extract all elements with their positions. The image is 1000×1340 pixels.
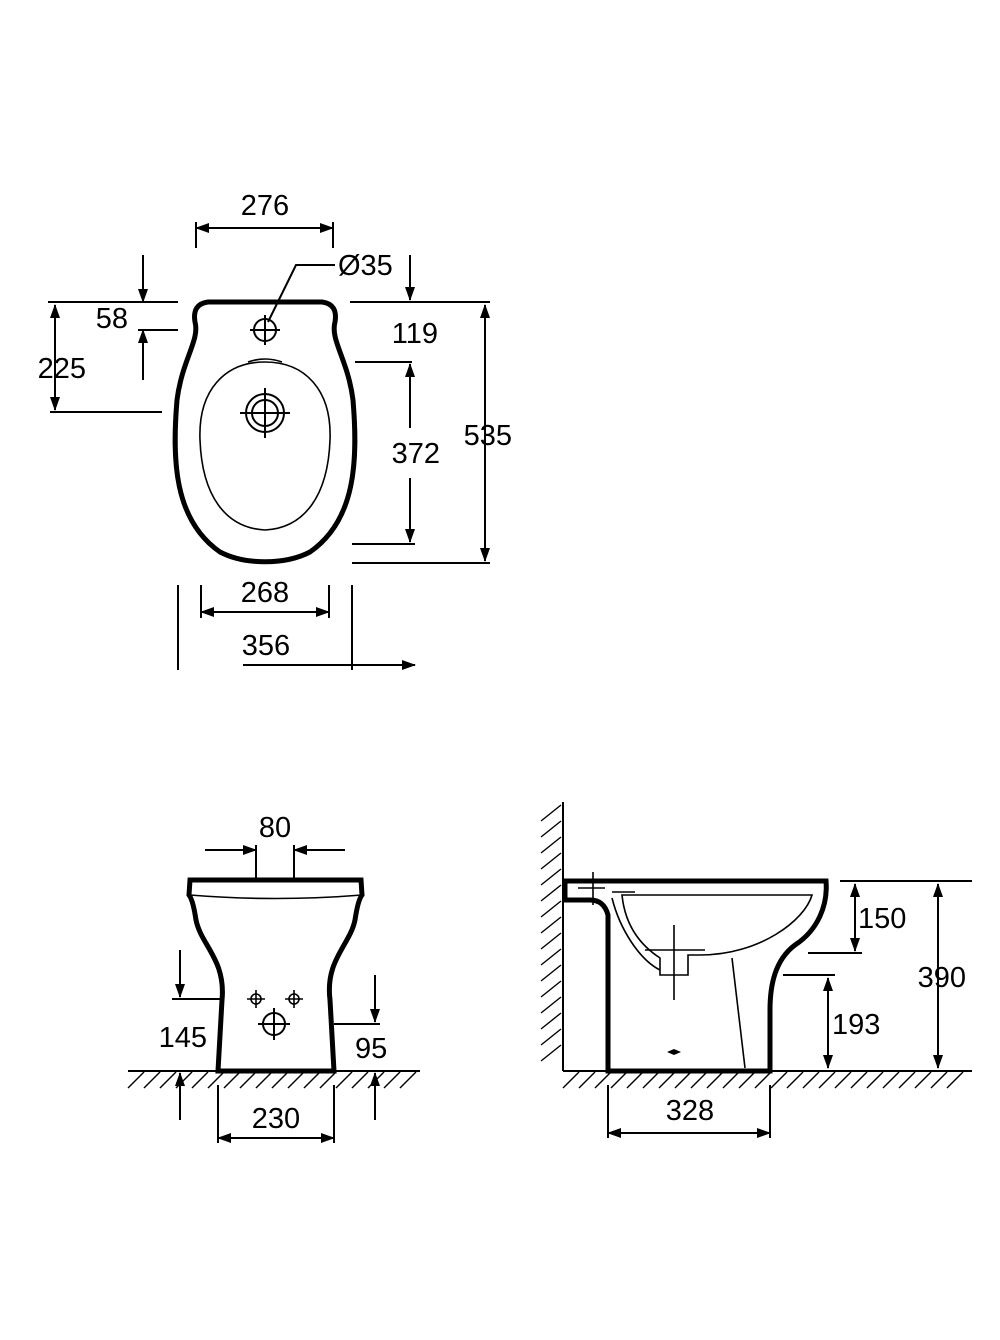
dim-hole-offset: 58 [96, 303, 128, 335]
hatch-line [159, 1071, 177, 1089]
hatch-line [540, 1012, 562, 1030]
hatch-line [540, 868, 562, 886]
hatch-line [335, 1071, 353, 1089]
hatch-line [540, 948, 562, 966]
top-view-outline [172, 299, 358, 565]
hatch-line [690, 1071, 708, 1089]
wall-hatch [540, 804, 562, 1062]
hatch-line [540, 1028, 562, 1046]
hatch-line [834, 1071, 852, 1089]
top-view: 276 Ø35 58 225 119 372 535 268 [38, 190, 512, 670]
dim-hole-diameter: Ø35 [338, 250, 393, 282]
dim-hole-spacing: 80 [259, 812, 291, 844]
front-floor-hatch [127, 1071, 417, 1089]
floor-anchor-icon [667, 1049, 681, 1055]
hatch-line [540, 836, 562, 854]
dim-bowl-length: 372 [392, 438, 440, 470]
hatch-line [223, 1071, 241, 1089]
hatch-line [319, 1071, 337, 1089]
front-view: 80 145 95 230 [127, 812, 420, 1143]
hatch-line [818, 1071, 836, 1089]
hatch-line [271, 1071, 289, 1089]
hatch-line [127, 1071, 145, 1089]
hatch-line [540, 964, 562, 982]
hatch-line [540, 932, 562, 950]
hatch-line [540, 884, 562, 902]
hatch-line [626, 1071, 644, 1089]
front-view-outline [186, 877, 365, 1074]
dim-front-offset: 119 [392, 318, 438, 350]
hatch-line [287, 1071, 305, 1089]
drain-icon [240, 388, 290, 438]
hatch-line [610, 1071, 628, 1089]
hatch-line [946, 1071, 964, 1089]
hatch-line [882, 1071, 900, 1089]
dim-drain-height: 95 [355, 1033, 387, 1065]
tap-hole-icon [250, 315, 280, 345]
dim-total-height: 390 [918, 962, 966, 994]
hatch-line [540, 1044, 562, 1062]
side-view: 150 193 390 328 [540, 802, 972, 1138]
side-floor-hatch [562, 1071, 964, 1089]
dim-outlet-height: 193 [832, 1009, 880, 1041]
dim-hole-height: 145 [159, 1022, 207, 1054]
hatch-line [175, 1071, 193, 1089]
hatch-line [802, 1071, 820, 1089]
hatch-line [399, 1071, 417, 1089]
hatch-line [898, 1071, 916, 1089]
hatch-line [866, 1071, 884, 1089]
hatch-line [383, 1071, 401, 1089]
hatch-line [540, 996, 562, 1014]
hatch-line [754, 1071, 772, 1089]
hatch-line [722, 1071, 740, 1089]
hatch-line [303, 1071, 321, 1089]
hatch-line [540, 900, 562, 918]
hatch-line [540, 852, 562, 870]
front-holes-icon [247, 990, 303, 1040]
dim-base-width: 230 [252, 1103, 300, 1135]
hatch-line [850, 1071, 868, 1089]
hatch-line [540, 980, 562, 998]
hatch-line [770, 1071, 788, 1089]
hatch-line [930, 1071, 948, 1089]
hatch-line [207, 1071, 225, 1089]
hatch-line [540, 820, 562, 838]
hatch-line [738, 1071, 756, 1089]
top-view-bowl [199, 361, 331, 531]
hatch-line [658, 1071, 676, 1089]
dim-base-depth: 328 [666, 1095, 714, 1127]
hatch-line [143, 1071, 161, 1089]
hatch-line [562, 1071, 580, 1089]
hatch-line [255, 1071, 273, 1089]
side-view-outline [562, 878, 829, 1074]
hatch-line [540, 916, 562, 934]
hatch-line [674, 1071, 692, 1089]
dim-total-width: 356 [242, 630, 290, 662]
hatch-line [191, 1071, 209, 1089]
hatch-line [706, 1071, 724, 1089]
dim-rim-depth: 150 [858, 903, 906, 935]
dim-drain-offset: 225 [38, 353, 86, 385]
hatch-line [642, 1071, 660, 1089]
dim-top-width: 276 [241, 190, 289, 222]
side-view-bowl [621, 894, 814, 976]
hatch-line [540, 804, 562, 822]
hatch-line [914, 1071, 932, 1089]
hatch-line [594, 1071, 612, 1089]
hatch-line [786, 1071, 804, 1089]
hatch-line [351, 1071, 369, 1089]
dim-total-length: 535 [464, 420, 512, 452]
hatch-line [239, 1071, 257, 1089]
dim-bowl-width: 268 [241, 577, 289, 609]
hatch-line [578, 1071, 596, 1089]
